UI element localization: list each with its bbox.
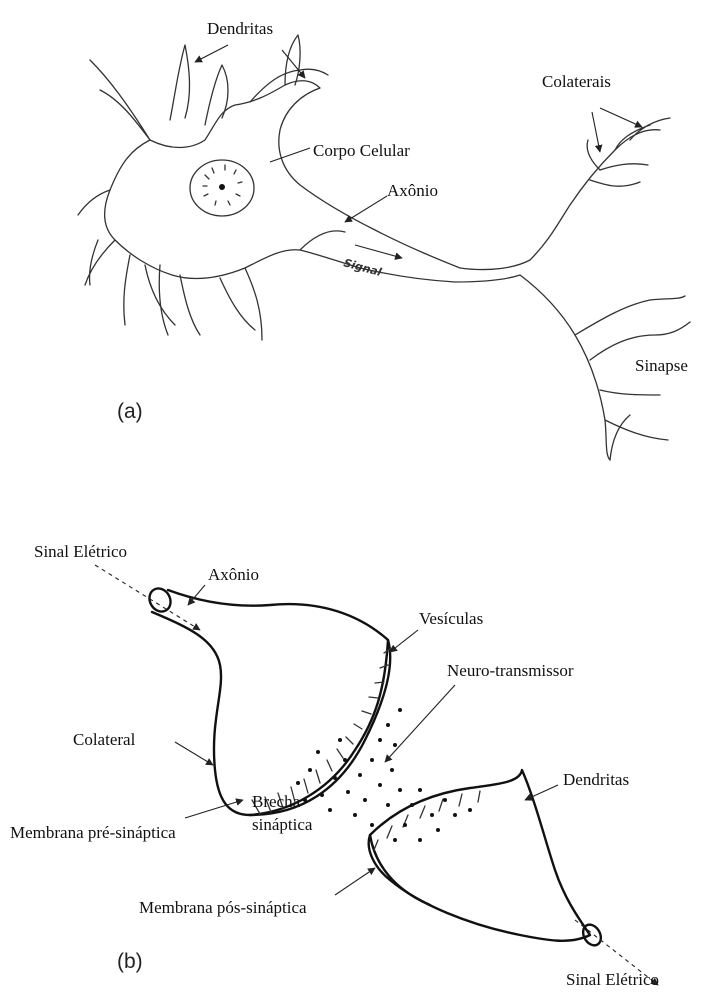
- label-axonio-a: Axônio: [387, 181, 438, 200]
- panel-b-label: (b): [117, 950, 143, 973]
- label-colaterais: Colaterais: [542, 72, 611, 91]
- label-sinal-eletrico-in: Sinal Elétrico: [34, 542, 127, 561]
- label-axonio-b: Axônio: [208, 565, 259, 584]
- label-dendritas-a: Dendritas: [207, 19, 273, 38]
- label-neuro-transmissor: Neuro-transmissor: [447, 661, 574, 680]
- label-dendritas-b: Dendritas: [563, 770, 629, 789]
- label-signal: Signal: [342, 256, 383, 279]
- label-sinaptica: sináptica: [252, 815, 313, 834]
- label-brecha: Brecha: [252, 792, 301, 811]
- panel-a-label: (a): [117, 400, 143, 423]
- label-corpo-celular: Corpo Celular: [313, 141, 410, 160]
- label-vesiculas: Vesículas: [419, 609, 483, 628]
- label-colateral: Colateral: [73, 730, 136, 749]
- label-membrana-pos: Membrana pós-sináptica: [139, 898, 307, 917]
- label-sinal-eletrico-out: Sinal Elétrico: [566, 970, 659, 989]
- label-membrana-pre: Membrana pré-sináptica: [10, 823, 176, 842]
- neuron-drawing: [78, 35, 690, 460]
- label-sinapse: Sinapse: [635, 356, 688, 375]
